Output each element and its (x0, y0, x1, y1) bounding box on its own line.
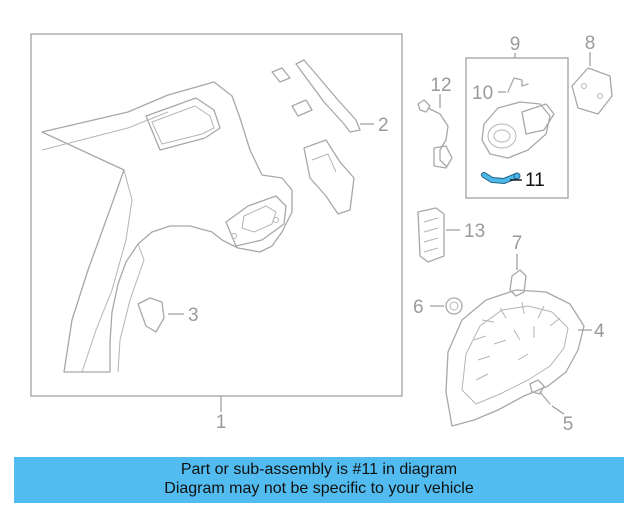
banner-line-part-number: Part or sub-assembly is #11 in diagram (180, 461, 458, 478)
cable-actuator (417, 99, 431, 113)
part-8-group: 8 (571, 33, 613, 115)
info-banner-background (14, 457, 624, 503)
panel-rivet (597, 93, 603, 99)
fuel-door-panel (571, 67, 613, 115)
panel-crease-upper (41, 111, 169, 151)
release-cable (427, 107, 449, 167)
fuel-door-pocket-inner (241, 205, 277, 233)
fuel-door-box-group: 9 10 11 (465, 34, 569, 199)
screw-head (529, 379, 545, 395)
part-4-group: 4 (445, 289, 605, 427)
callout-2: 2 (378, 115, 389, 136)
quarter-panel (41, 81, 293, 373)
part-5-group: 5 (529, 379, 574, 435)
grommet-inner (449, 301, 459, 311)
part-12-group: 12 (417, 75, 453, 169)
fuel-door-lid (521, 103, 555, 135)
fuel-filler-neck-inner (493, 129, 511, 143)
callout-11: 11 (525, 170, 545, 191)
callout-3: 3 (188, 305, 199, 326)
leader-line-5 (551, 405, 565, 415)
small-clip (271, 67, 291, 83)
quarter-window-opening (145, 97, 221, 151)
part-13-group: 13 (417, 207, 485, 263)
screw-shank (539, 391, 551, 405)
cable-connector (433, 145, 453, 169)
small-panel-bracket (137, 297, 165, 333)
wheelhouse-liner (445, 289, 585, 427)
pocket-bolt-hole (273, 217, 279, 223)
quarter-window-inner (151, 105, 215, 145)
fuel-door-housing (481, 101, 551, 159)
callout-4: 4 (594, 321, 605, 342)
panel-crease-wheel (81, 169, 133, 373)
panel-rivet (581, 83, 587, 89)
retaining-clip (509, 269, 527, 297)
part-6-group: 6 (413, 297, 463, 318)
small-bracket (291, 99, 313, 117)
callout-13: 13 (464, 221, 485, 242)
callout-5: 5 (563, 414, 574, 435)
highlighted-part-11 (482, 173, 518, 184)
extension-bracket (303, 139, 355, 215)
quarter-panel-group: 1 (30, 33, 403, 433)
callout-10: 10 (472, 83, 493, 104)
callout-6: 6 (413, 297, 424, 318)
part-2-group: 2 (271, 59, 389, 136)
extension-bracket-detail (311, 153, 337, 173)
banner-line-disclaimer: Diagram may not be specific to your vehi… (164, 480, 474, 497)
highlighted-part-11-end (513, 172, 521, 180)
callout-7: 7 (512, 233, 523, 254)
fuel-door-spring (507, 77, 529, 93)
callout-1: 1 (216, 412, 227, 433)
grommet (445, 297, 463, 315)
liner-ribs (473, 301, 561, 381)
reinforcement-strip (295, 59, 361, 133)
banner-fill (14, 457, 624, 503)
callout-8: 8 (585, 33, 596, 54)
info-banner: Part or sub-assembly is #11 in diagram D… (14, 457, 624, 503)
pocket-bolt-hole (231, 233, 237, 239)
pressure-vent (417, 207, 445, 263)
fuel-door-box (465, 57, 569, 199)
info-banner-text: Part or sub-assembly is #11 in diagram D… (14, 460, 624, 498)
liner-inner-edge (461, 305, 569, 405)
quarter-panel-frame (30, 33, 403, 397)
panel-crease-arch (117, 243, 145, 373)
part-3-group: 3 (137, 297, 199, 333)
fuel-filler-neck (487, 123, 517, 149)
part-7-group: 7 (509, 233, 527, 297)
vent-louvers (423, 217, 439, 253)
callout-9: 9 (510, 34, 521, 55)
callout-12: 12 (430, 75, 451, 96)
fuel-door-pocket (225, 195, 287, 247)
